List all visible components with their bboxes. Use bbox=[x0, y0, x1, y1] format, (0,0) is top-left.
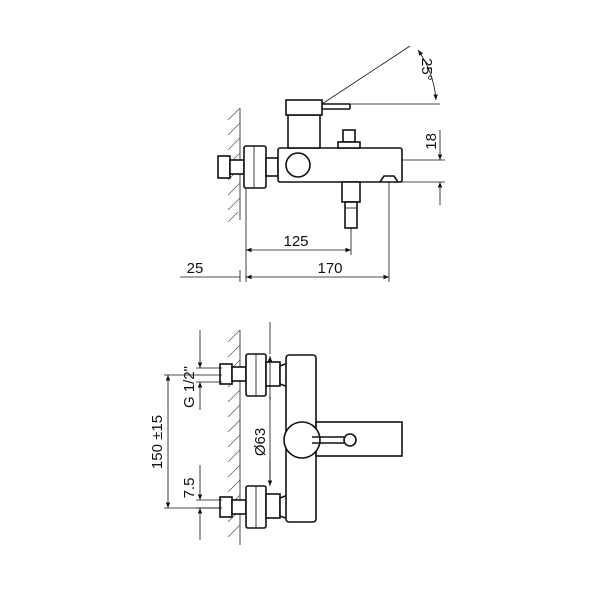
dim-diameter: Ø63 bbox=[252, 322, 273, 486]
diameter-label: Ø63 bbox=[252, 428, 269, 456]
dim-170: 25 170 bbox=[180, 260, 389, 282]
thread-label: G 1/2" bbox=[181, 366, 198, 408]
offset-label: 7.5 bbox=[181, 478, 198, 499]
dim-thread: G 1/2" bbox=[181, 330, 222, 410]
dim-170-label: 170 bbox=[317, 260, 342, 277]
dim-125: 125 bbox=[246, 233, 351, 253]
dim-125-label: 125 bbox=[283, 233, 308, 250]
angle-label: 25° bbox=[418, 58, 435, 81]
front-view: G 1/2" 150 ±15 7.5 Ø63 bbox=[149, 322, 403, 545]
dim-18: 18 bbox=[398, 130, 445, 205]
centers-label: 150 ±15 bbox=[149, 415, 166, 469]
lever-angle-lines: 25° bbox=[321, 45, 440, 105]
mixer-body-side bbox=[277, 99, 403, 229]
inlet-connector-side bbox=[217, 145, 279, 189]
mixer-body-front bbox=[283, 354, 403, 523]
side-view: 25° 18 125 25 170 bbox=[180, 45, 445, 282]
dim-18-label: 18 bbox=[423, 133, 440, 150]
dim-offset: 7.5 bbox=[181, 465, 222, 540]
dim-centers: 150 ±15 bbox=[149, 374, 222, 509]
dim-25-label: 25 bbox=[187, 260, 204, 277]
